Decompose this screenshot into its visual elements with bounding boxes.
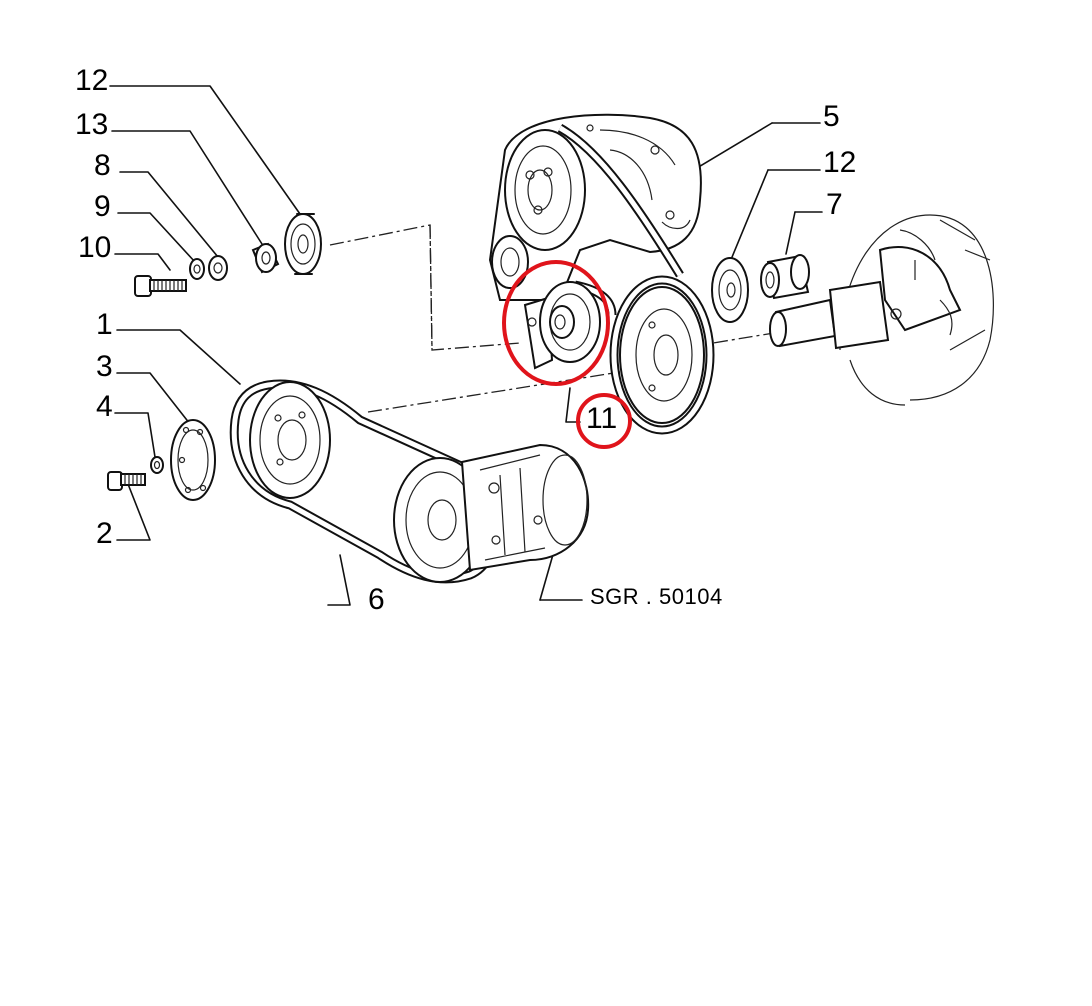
crankshaft xyxy=(769,214,994,406)
washer-9 xyxy=(189,258,205,280)
highlight-markers xyxy=(502,260,632,449)
label-8: 8 xyxy=(94,149,111,182)
bolt-2 xyxy=(107,471,146,491)
spacer-7 xyxy=(760,254,810,300)
label-10: 10 xyxy=(78,231,112,264)
drive-pulley-1 xyxy=(249,381,331,499)
crankshaft-pulley xyxy=(609,275,715,435)
cover-plate-3 xyxy=(170,419,216,501)
label-9: 9 xyxy=(94,190,111,223)
label-1: 1 xyxy=(96,308,113,341)
bolt-10 xyxy=(134,275,187,297)
label-4: 4 xyxy=(96,390,113,423)
pulley-12-left xyxy=(284,213,322,275)
washer-4 xyxy=(150,456,164,474)
engine-pump-housing xyxy=(488,113,702,301)
nut-8 xyxy=(208,255,228,281)
label-12-right: 12 xyxy=(823,146,857,179)
label-2: 2 xyxy=(96,517,113,550)
bushing-13 xyxy=(251,242,280,274)
label-13: 13 xyxy=(75,108,109,141)
ac-compressor xyxy=(393,443,590,583)
label-6: 6 xyxy=(368,583,385,616)
label-11-highlighted: 11 xyxy=(586,402,618,435)
label-5: 5 xyxy=(823,100,840,133)
leader-lines xyxy=(109,85,823,606)
label-12-upper-left: 12 xyxy=(75,64,109,97)
drawing-code: SGR . 50104 xyxy=(590,584,723,609)
label-7: 7 xyxy=(826,188,843,221)
tensioner-pulley-11 xyxy=(523,281,601,370)
label-3: 3 xyxy=(96,350,113,383)
pulley-12-right xyxy=(711,257,749,323)
